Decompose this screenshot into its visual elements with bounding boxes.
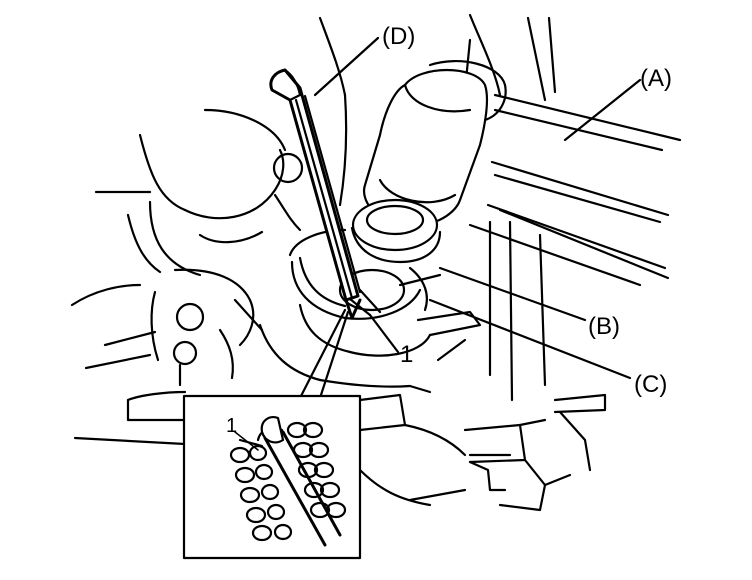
inset-detail xyxy=(182,394,362,560)
leader-b xyxy=(438,266,587,322)
inset-leader xyxy=(298,308,350,400)
inset-cotters-left xyxy=(229,444,293,542)
leader-d xyxy=(313,36,380,97)
cylinder-head-outline xyxy=(70,13,607,512)
label-1-main: 1 xyxy=(400,341,413,368)
leader-c xyxy=(428,298,632,380)
label-b: (B) xyxy=(588,313,620,340)
tool-d-pick xyxy=(269,68,362,320)
tool-a-body xyxy=(468,93,682,287)
label-1-inset: 1 xyxy=(226,415,237,437)
label-leaders xyxy=(313,36,642,380)
leader-1-main-b xyxy=(436,338,467,362)
inset-cotters-right xyxy=(286,421,347,519)
label-d: (D) xyxy=(382,23,415,50)
leader-a xyxy=(563,78,642,142)
label-a: (A) xyxy=(640,65,672,92)
valve-spring-seat xyxy=(288,228,482,357)
leader-1-main xyxy=(368,313,400,354)
compressor-cylinder xyxy=(350,60,507,264)
label-c: (C) xyxy=(634,371,667,398)
